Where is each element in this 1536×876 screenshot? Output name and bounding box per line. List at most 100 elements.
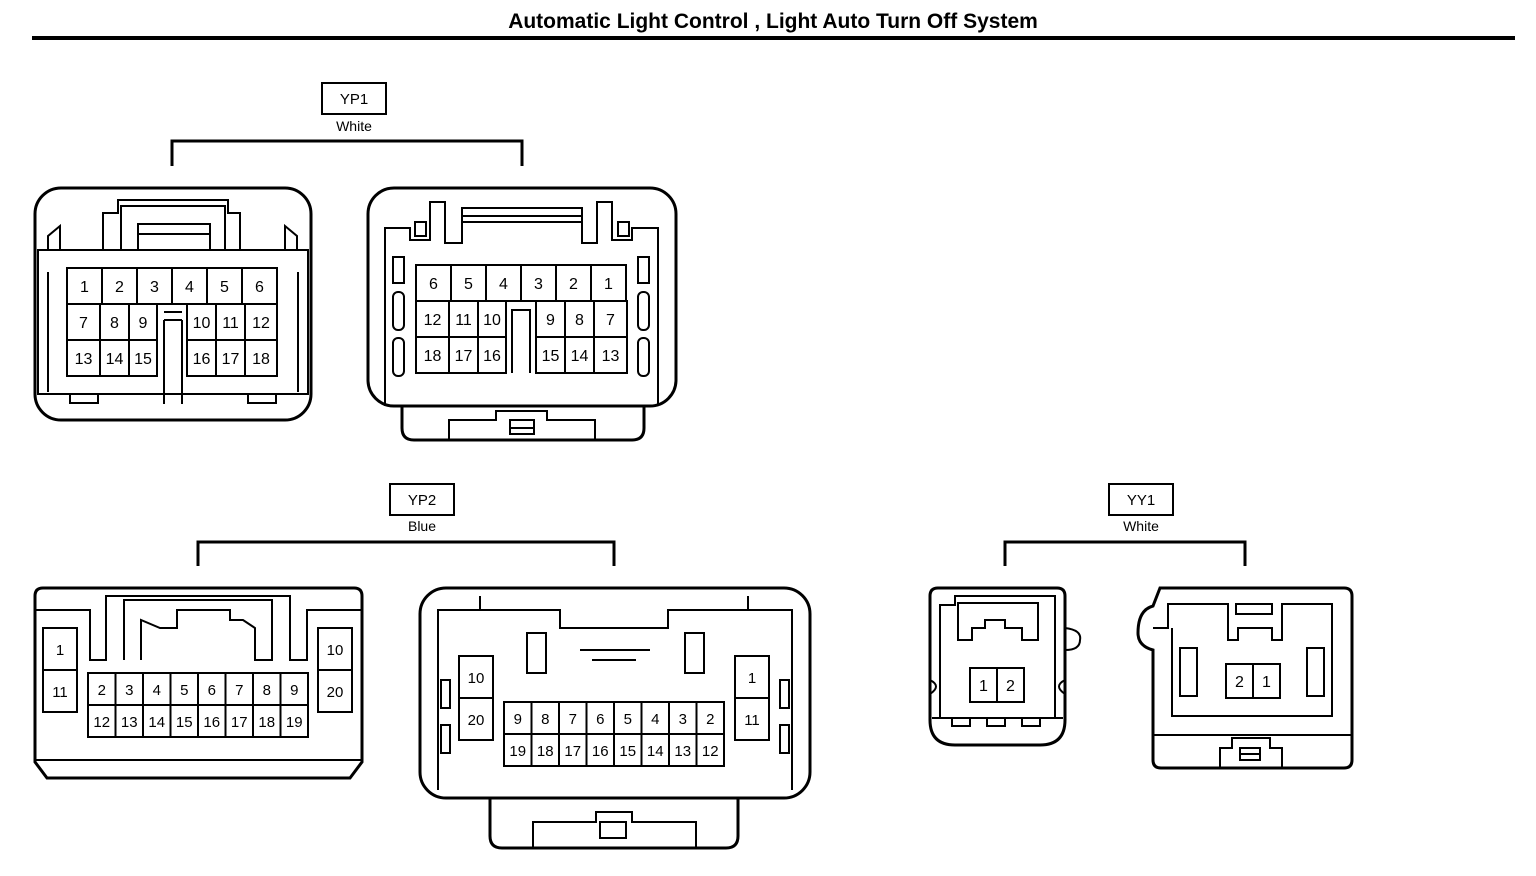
pin-cell: [114, 704, 144, 738]
pin-cell: [224, 704, 254, 738]
yp2-housing-right: [418, 586, 812, 850]
pin-number: 15: [619, 743, 636, 760]
pin-number: 9: [290, 682, 298, 699]
pin-cell: [477, 336, 507, 374]
pin-number: 10: [327, 642, 344, 659]
pin-number: 2: [706, 711, 714, 728]
pin-number: 14: [148, 714, 165, 731]
pin-cell: [555, 264, 592, 302]
yy1-housing-left: [928, 586, 1082, 747]
pin-cell: [66, 339, 101, 377]
pin-number: 3: [150, 279, 159, 296]
pin-number: 2: [115, 279, 124, 296]
pin-number: 12: [702, 743, 719, 760]
pin-number: 4: [185, 279, 194, 296]
pin-number: 5: [220, 279, 229, 296]
pin-cell: [317, 627, 353, 671]
pin-number: 7: [606, 312, 615, 329]
pin-cell: [279, 672, 309, 706]
pin-cell: [458, 655, 494, 699]
pin-number: 1: [56, 642, 64, 659]
pin-cell: [458, 697, 494, 741]
pin-number: 17: [231, 714, 248, 731]
yp2-bracket: [196, 540, 616, 566]
yp2-label: YP2: [408, 492, 436, 509]
pin-number: 10: [193, 315, 211, 332]
pin-cell: [415, 336, 450, 374]
pin-cell: [564, 300, 595, 338]
pin-number: 13: [674, 743, 691, 760]
pin-number: 6: [255, 279, 264, 296]
pin-number: 17: [455, 348, 473, 365]
yp1-housing-right: [366, 186, 678, 442]
pin-cell: [613, 733, 643, 767]
pin-number: 13: [75, 351, 93, 368]
pin-number: 2: [1006, 678, 1015, 695]
pin-number: 8: [541, 711, 549, 728]
pin-cell: [734, 697, 770, 741]
yy1-label-box: [1108, 483, 1174, 516]
pin-number: 4: [499, 276, 508, 293]
pin-number: 11: [744, 712, 760, 729]
pin-number: 4: [153, 682, 161, 699]
yp2-label-box: [389, 483, 455, 516]
pin-number: 20: [327, 684, 344, 701]
pin-cell: [142, 672, 172, 706]
pin-number: 1: [604, 276, 613, 293]
pin-number: 10: [468, 670, 485, 687]
pin-cell: [1252, 663, 1281, 699]
pin-number: 16: [193, 351, 211, 368]
pin-number: 2: [569, 276, 578, 293]
pin-number: 16: [483, 348, 501, 365]
pin-number: 18: [258, 714, 275, 731]
pin-number: 18: [424, 348, 442, 365]
pin-cell: [215, 303, 246, 341]
pin-number: 14: [571, 348, 589, 365]
yy1-color: White: [1123, 518, 1159, 534]
pin-number: 8: [110, 315, 119, 332]
pin-cell: [593, 336, 628, 374]
pin-number: 1: [748, 670, 756, 687]
pin-cell: [197, 704, 227, 738]
yp1-housing-left: [33, 186, 313, 422]
pin-number: 15: [542, 348, 560, 365]
pin-number: 1: [80, 279, 89, 296]
yp2-color: Blue: [408, 518, 436, 534]
pin-number: 1: [1262, 674, 1271, 691]
pin-cell: [186, 303, 217, 341]
pin-number: 11: [52, 684, 68, 701]
pin-number: 14: [106, 351, 124, 368]
pin-number: 16: [203, 714, 220, 731]
pin-cell: [252, 704, 282, 738]
pin-number: 10: [483, 312, 501, 329]
diagram-title: Automatic Light Control , Light Auto Tur…: [508, 10, 1038, 33]
pin-cell: [996, 667, 1025, 703]
pin-cell: [87, 672, 117, 706]
yp1-label-box: [321, 82, 387, 115]
pin-number: 7: [569, 711, 577, 728]
pin-cell: [593, 300, 628, 338]
pin-number: 11: [455, 312, 472, 329]
pin-number: 19: [509, 743, 526, 760]
pin-number: 18: [537, 743, 554, 760]
pin-number: 8: [575, 312, 584, 329]
pin-number: 3: [534, 276, 543, 293]
pin-cell: [244, 339, 278, 377]
pin-cell: [640, 701, 670, 735]
pin-cell: [87, 704, 117, 738]
pin-cell: [734, 655, 770, 699]
pin-number: 6: [429, 276, 438, 293]
pin-number: 16: [592, 743, 609, 760]
pin-number: 17: [222, 351, 240, 368]
pin-cell: [668, 733, 698, 767]
